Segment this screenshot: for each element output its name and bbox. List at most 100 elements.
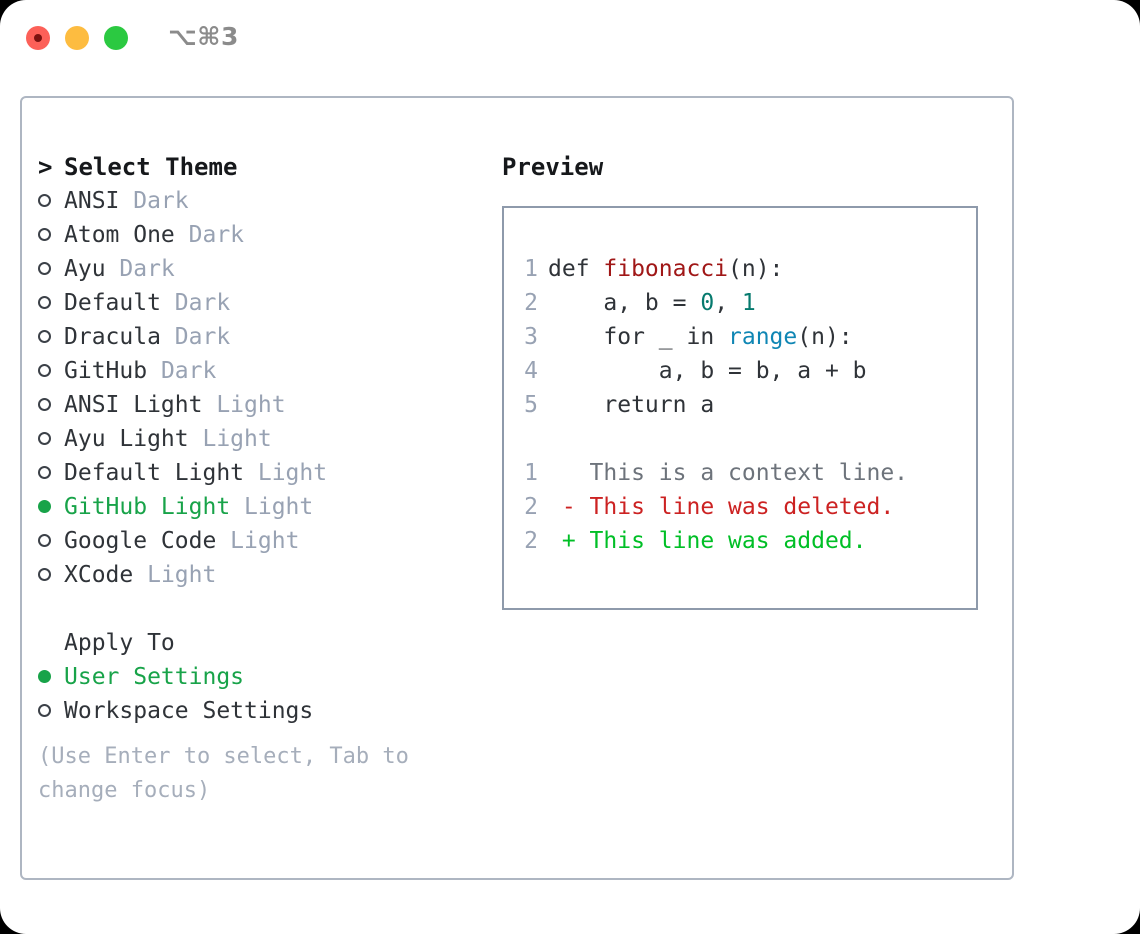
radio-selected-icon — [38, 490, 64, 524]
theme-name-label: Default — [64, 290, 161, 316]
code-token: 1 — [741, 290, 756, 316]
code-line: 4 a, b = b, a + b — [504, 354, 976, 388]
radio-unselected-icon — [38, 694, 64, 728]
code-line-number: 3 — [524, 324, 538, 350]
theme-option-ansi-light[interactable]: ANSI Light Light — [38, 388, 488, 422]
apply-to-option-user-settings[interactable]: User Settings — [38, 660, 488, 694]
theme-option-dracula[interactable]: Dracula Dark — [38, 320, 488, 354]
bullet-glyph — [38, 704, 51, 717]
theme-name-label: ANSI — [64, 188, 120, 214]
diff-text: This is a context line. — [589, 460, 909, 486]
theme-variant-label: Dark — [147, 358, 217, 384]
radio-unselected-icon — [38, 388, 64, 422]
theme-variant-label: Light — [244, 460, 328, 486]
keyboard-shortcut-label: ⌥⌘3 — [168, 22, 239, 51]
code-line: 2 a, b = 0, 1 — [504, 286, 976, 320]
radio-unselected-icon — [38, 422, 64, 456]
bullet-glyph — [38, 330, 51, 343]
code-indent — [548, 358, 659, 384]
code-line-number: 5 — [524, 392, 538, 418]
close-button[interactable] — [26, 26, 50, 50]
bullet-glyph — [38, 398, 51, 411]
diff-line-number: 1 — [524, 460, 538, 486]
theme-name-label: Ayu — [64, 256, 106, 282]
bullet-glyph — [38, 194, 51, 207]
code-token: for _ in — [603, 324, 729, 350]
code-diff-separator — [504, 422, 976, 456]
radio-unselected-icon — [38, 252, 64, 286]
theme-variant-label: Dark — [119, 188, 189, 214]
code-token: fibonacci — [603, 256, 729, 282]
code-token: a, b = b, a + b — [658, 358, 867, 384]
bullet-glyph — [38, 432, 51, 445]
theme-name-label: Google Code — [64, 528, 217, 554]
code-indent — [548, 290, 603, 316]
list-spacer — [38, 592, 488, 626]
diff-text: This line was added. — [589, 528, 867, 554]
radio-unselected-icon — [38, 320, 64, 354]
radio-selected-icon — [38, 660, 64, 694]
theme-variant-label: Light — [216, 528, 300, 554]
theme-variant-label: Light — [202, 392, 286, 418]
diff-sign — [548, 460, 590, 486]
bullet-glyph — [38, 534, 51, 547]
theme-option-atom-one[interactable]: Atom One Dark — [38, 218, 488, 252]
theme-option-xcode[interactable]: XCode Light — [38, 558, 488, 592]
bullet-glyph — [38, 670, 51, 683]
code-line: 1 def fibonacci(n): — [504, 252, 976, 286]
select-theme-heading-label: Select Theme — [64, 153, 238, 181]
theme-option-default-light[interactable]: Default Light Light — [38, 456, 488, 490]
diff-line: 2 - This line was deleted. — [504, 490, 976, 524]
code-token: (n): — [728, 256, 784, 282]
radio-unselected-icon — [38, 456, 64, 490]
diff-line: 2 + This line was added. — [504, 524, 976, 558]
theme-option-ayu-light[interactable]: Ayu Light Light — [38, 422, 488, 456]
prompt-caret-icon: > — [38, 153, 53, 181]
code-line-number: 4 — [524, 358, 538, 384]
bullet-glyph — [38, 228, 51, 241]
theme-option-ansi[interactable]: ANSI Dark — [38, 184, 488, 218]
theme-option-github-light[interactable]: GitHub Light Light — [38, 490, 488, 524]
traffic-light-buttons — [26, 26, 128, 50]
theme-option-default[interactable]: Default Dark — [38, 286, 488, 320]
code-line-number: 1 — [524, 256, 538, 282]
code-token: def — [548, 256, 604, 282]
code-token: (n): — [797, 324, 853, 350]
theme-variant-label: Dark — [160, 290, 231, 316]
preview-title: Preview — [502, 153, 604, 181]
theme-option-github[interactable]: GitHub Dark — [38, 354, 488, 388]
theme-name-label: ANSI Light — [64, 392, 203, 418]
code-line: 3 for _ in range(n): — [504, 320, 976, 354]
title-bar: ⌥⌘3 — [0, 0, 1140, 76]
theme-option-ayu[interactable]: Ayu Dark — [38, 252, 488, 286]
apply-to-option-label: Workspace Settings — [64, 698, 314, 724]
code-indent — [548, 392, 603, 418]
apply-to-option-workspace-settings[interactable]: Workspace Settings — [38, 694, 488, 728]
radio-unselected-icon — [38, 354, 64, 388]
bullet-glyph — [38, 500, 51, 513]
code-token: return a — [603, 392, 715, 418]
theme-variant-label: Dark — [160, 324, 231, 350]
radio-unselected-icon — [38, 524, 64, 558]
zoom-button[interactable] — [104, 26, 128, 50]
theme-option-google-code[interactable]: Google Code Light — [38, 524, 488, 558]
theme-variant-label: Light — [230, 494, 314, 520]
theme-name-label: GitHub — [64, 358, 148, 384]
theme-name-label: Ayu Light — [64, 426, 189, 452]
code-token: , — [714, 290, 742, 316]
diff-text: This line was deleted. — [589, 494, 895, 520]
diff-sample: 1 This is a context line. 2 - This line w… — [504, 456, 976, 558]
select-theme-heading: > Select Theme — [38, 150, 488, 184]
radio-unselected-icon — [38, 218, 64, 252]
bullet-glyph — [38, 262, 51, 275]
bullet-glyph — [38, 296, 51, 309]
minimize-button[interactable] — [65, 26, 89, 50]
bullet-glyph — [38, 364, 51, 377]
